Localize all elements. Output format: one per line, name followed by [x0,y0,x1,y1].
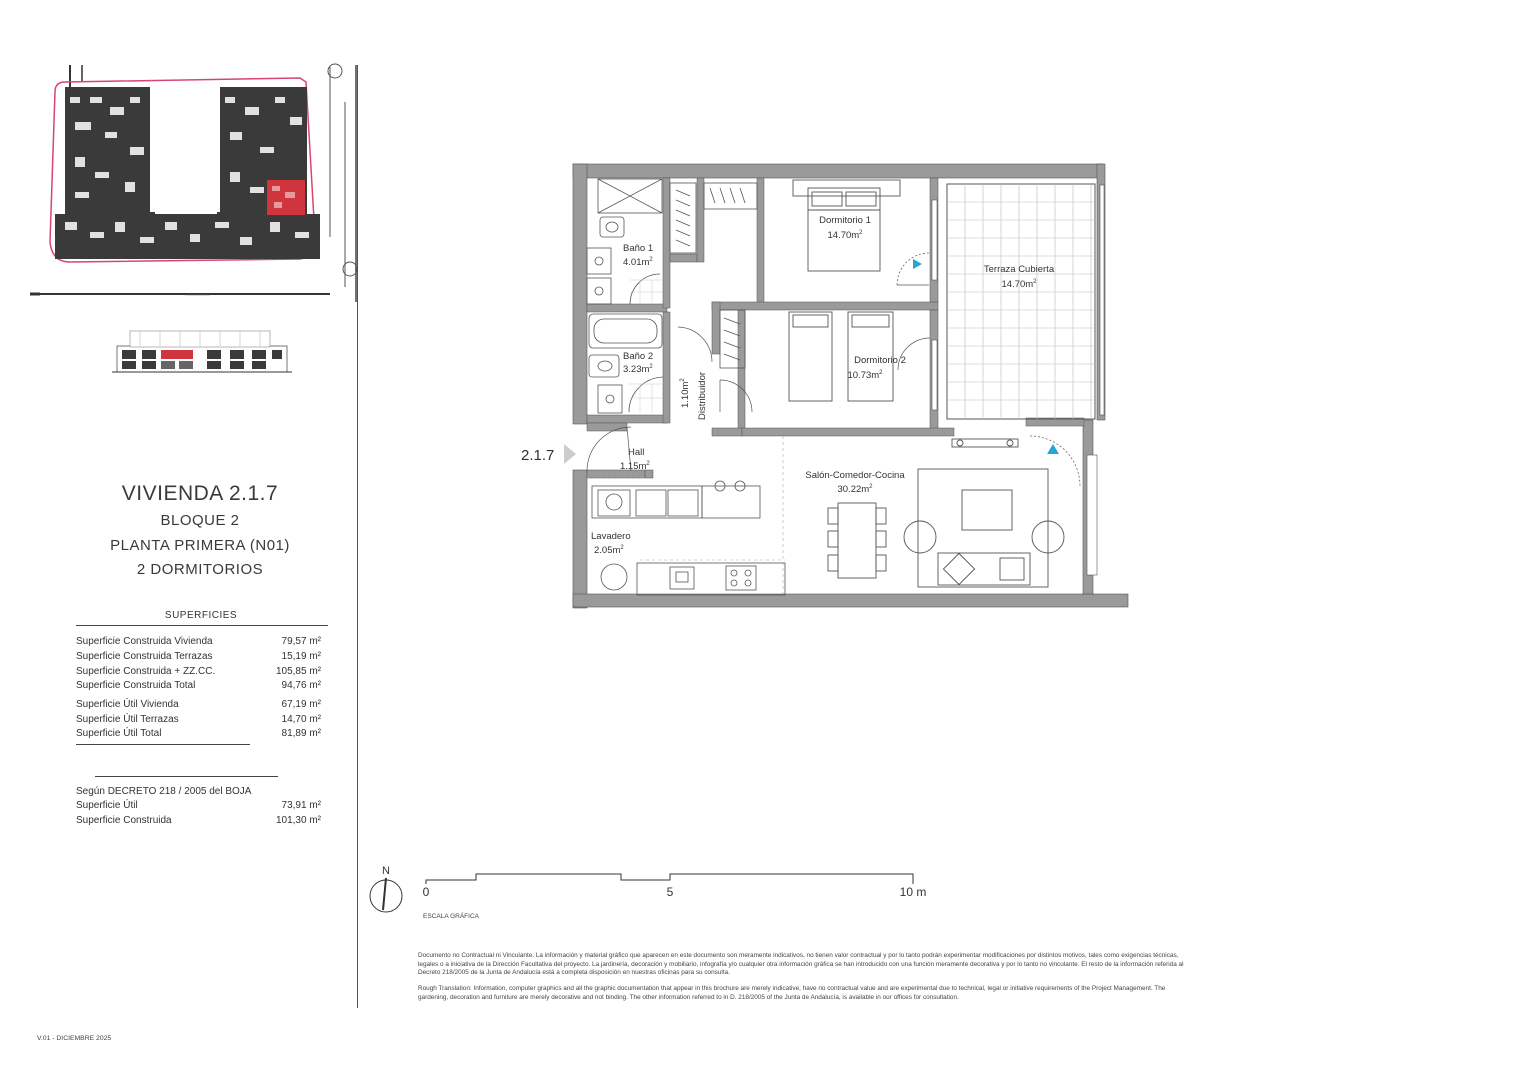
entrance-unit-tag: 2.1.7 [521,447,554,464]
room-area-bano-2: 3.23m2 [623,364,653,375]
legal-disclaimer-en: Rough Translation: Information, computer… [418,985,1166,1001]
scale-label-0: 0 [423,885,430,899]
scale-label-10: 10 m [900,885,927,899]
unit-bedrooms: 2 DORMITORIOS [136,561,264,578]
scale-label-5: 5 [667,885,674,899]
unit-title: VIVIENDA 2.1.7 [121,482,279,505]
room-area-dormitorio-2: 10.73m2 [847,370,883,381]
graphic-scale: 0 5 10 m ESCALA GRÁFICA [423,873,927,920]
panel-divider [357,65,358,1008]
surface-row: Superficie Construida + ZZ.CC.105,85 m² [76,666,321,677]
room-area-salon: 30.22m2 [837,484,873,495]
surfaces-rule [76,744,250,745]
room-area-dormitorio-1: 14.70m2 [827,230,863,241]
north-label: N [382,865,390,877]
room-name-distribuidor: Distribuidor [697,372,708,420]
decree-heading: Según DECRETO 218 / 2005 del BOJA [76,786,252,797]
floor-plan: Dormitorio 1 14.70m2 Terraza Cubierta 14… [521,163,1129,609]
scale-caption: ESCALA GRÁFICA [423,911,480,920]
room-name-bano-1: Baño 1 [623,243,653,254]
building-elevation [112,330,292,373]
unit-floor: PLANTA PRIMERA (N01) [110,537,290,554]
room-name-dormitorio-2: Dormitorio 2 [854,355,906,366]
version-label: V.01 - DICIEMBRE 2025 [37,1035,112,1042]
room-name-bano-2: Baño 2 [623,351,653,362]
surfaces-heading: SUPERFICIES [164,610,238,621]
unit-block: BLOQUE 2 [160,512,240,529]
room-name-lavadero: Lavadero [591,531,631,542]
site-key-plan [30,63,358,302]
room-area-distribuidor: 1.10m2 [680,378,691,408]
room-name-terraza: Terraza Cubierta [984,264,1055,275]
room-area-hall: 1.15m2 [620,461,650,472]
room-area-terraza: 14.70m2 [1001,279,1037,290]
room-area-lavadero: 2.05m2 [594,545,624,556]
room-area-bano-1: 4.01m2 [623,257,653,268]
north-arrow: N [369,865,403,913]
legal-disclaimer-es: Documento no Contractual ni Vinculante. … [418,952,1184,977]
room-name-salon: Salón-Comedor-Cocina [805,470,905,481]
room-name-hall: Hall [628,447,644,458]
decree-rule [95,776,278,777]
room-name-dormitorio-1: Dormitorio 1 [819,215,871,226]
surfaces-heading-rule [76,625,328,626]
